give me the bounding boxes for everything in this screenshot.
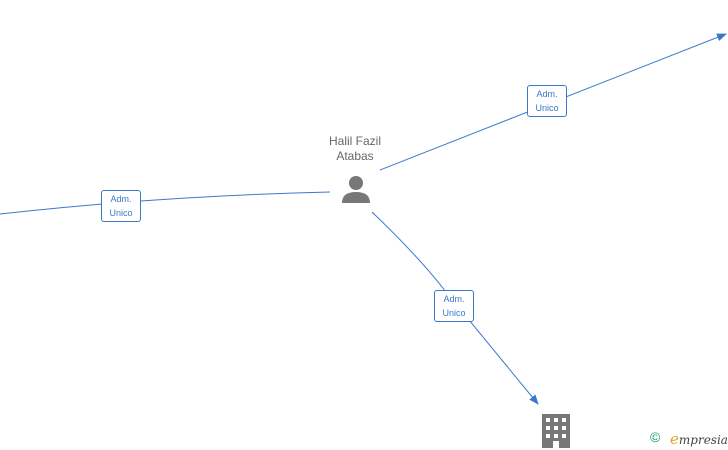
edge-lower-company <box>371 211 539 405</box>
brand-rest: mpresia <box>678 433 728 447</box>
empresia-logo[interactable]: empresia <box>670 430 728 448</box>
person-name[interactable]: Halil Fazil Atabas <box>310 134 400 164</box>
edge-label-role: Adm. <box>110 194 132 204</box>
edge-label-role: Adm. <box>536 89 558 99</box>
edge-label-left[interactable]: Adm. Unico <box>101 190 141 222</box>
edge-label-type: Unico <box>535 103 559 113</box>
edge-label-type: Unico <box>109 208 133 218</box>
edge-label-type: Unico <box>442 308 466 318</box>
brand-initial: e <box>670 430 679 448</box>
copyright-symbol: © <box>650 429 661 445</box>
person-icon[interactable] <box>342 176 370 203</box>
edge-label-role: Adm. <box>443 294 465 304</box>
edge-label-upper-right[interactable]: Adm. Unico <box>527 85 567 117</box>
edge-label-lower[interactable]: Adm. Unico <box>434 290 474 322</box>
building-icon[interactable] <box>542 414 570 448</box>
edge-left <box>0 191 331 215</box>
person-name-line2: Atabas <box>336 149 374 163</box>
person-name-line1: Halil Fazil <box>328 134 381 148</box>
